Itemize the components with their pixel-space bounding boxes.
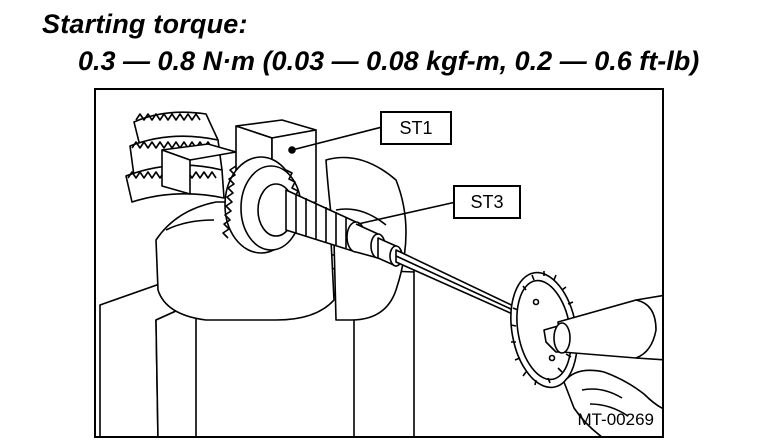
output-shaft — [285, 189, 386, 259]
illustration-drawing — [99, 111, 662, 436]
torque-spec: 0.3 — 0.8 N·m (0.03 — 0.08 kgf-m, 0.2 — … — [78, 46, 700, 76]
callout-st3-label: ST3 — [453, 185, 521, 219]
gauge-handle — [553, 294, 662, 361]
callout-leaders — [291, 126, 457, 225]
illustration-frame: ST1 ST3 MT-00269 — [94, 88, 664, 438]
figure-id: MT-00269 — [577, 410, 654, 429]
hand — [563, 369, 662, 436]
torque-heading: Starting torque: — [42, 9, 248, 39]
torque-gauge — [510, 271, 578, 389]
callout-st1-label: ST1 — [380, 111, 452, 145]
